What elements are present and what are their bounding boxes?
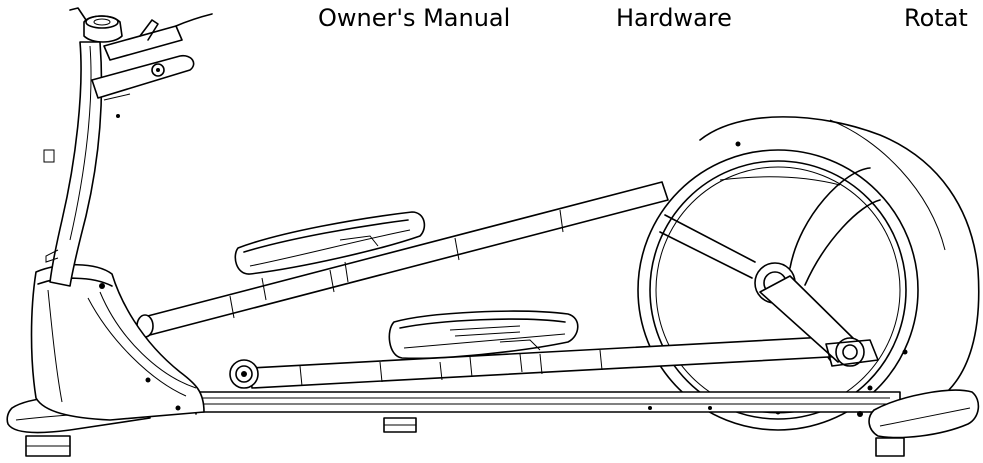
rotating-label: Rotat [904,4,968,32]
lower-pedal [388,310,579,381]
owners-manual-label: Owner's Manual [318,4,511,32]
hardware-label: Hardware [616,4,732,32]
rear-stabilizer [868,389,980,457]
upper-pedal [234,211,426,301]
upper-stride-rail [136,181,669,338]
flywheel-cover [637,116,980,431]
base-rail [169,389,901,433]
lower-stride-rail [229,335,848,389]
crank-arm [759,275,879,367]
front-upright-housing [30,263,205,421]
console-mast [43,7,213,287]
